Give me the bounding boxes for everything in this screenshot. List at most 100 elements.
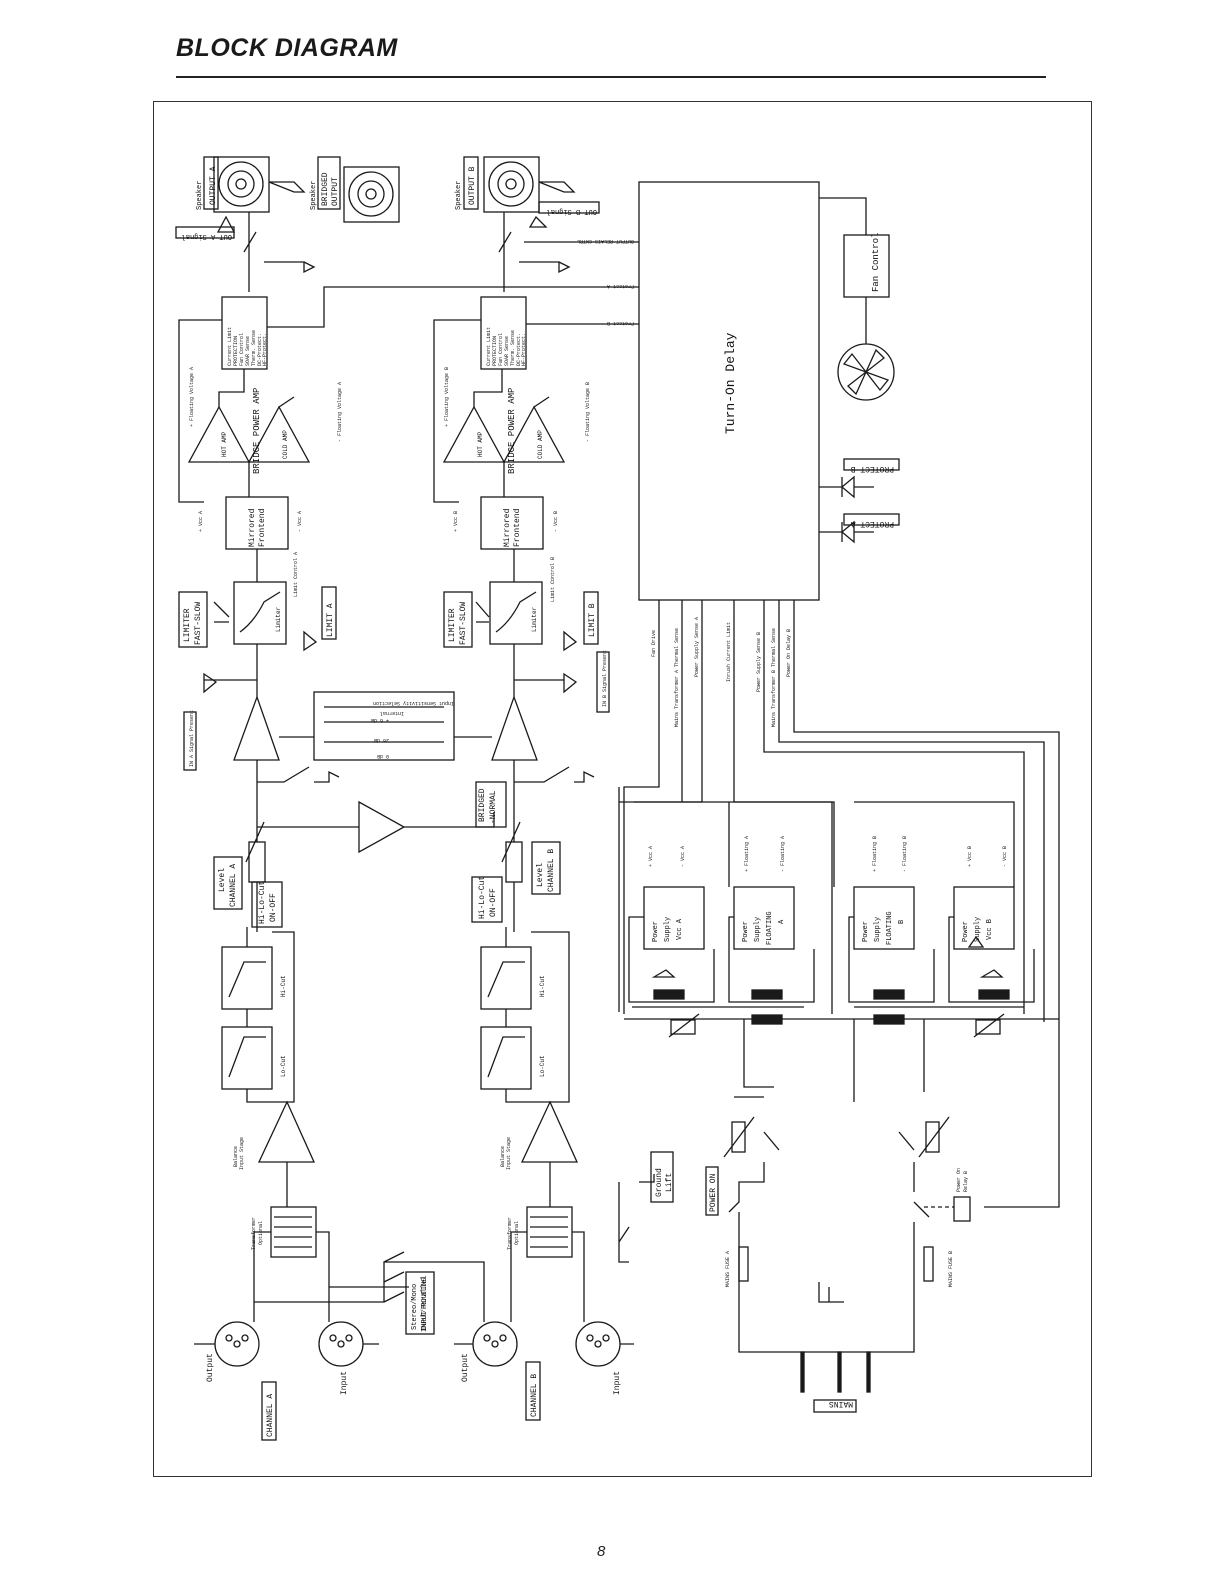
power-on-relay-label-2: Relay B xyxy=(963,1171,969,1192)
output-relay-label: OUTPUT RELAIS CNTRL xyxy=(577,238,634,244)
hot-amp-b-label: HOT AMP xyxy=(477,431,484,457)
protect-a-box xyxy=(843,513,900,526)
bridged-normal-label-1: BRIDGED xyxy=(478,788,487,822)
xlr-output-b-icon xyxy=(472,1321,518,1367)
hot-amp-a-label: HOT AMP xyxy=(221,431,228,457)
signal-present-b-label: IN B Signal Present xyxy=(602,650,608,707)
supply-float-a-3: FLOATING xyxy=(766,911,774,945)
protect-led-icons xyxy=(819,475,874,544)
mains-label: MAINS xyxy=(829,1399,853,1408)
ground-lift-label-2: Lift xyxy=(665,1173,674,1192)
level-a-pot xyxy=(248,841,266,883)
protect-a-text: PROTECT A xyxy=(851,519,894,528)
protection-a-line-4: SOAR Sense xyxy=(245,336,251,366)
out-b-signal-box xyxy=(538,201,600,214)
protection-b-box xyxy=(480,296,527,370)
input-routing-dual: Dual/Parallel xyxy=(421,1275,429,1330)
transformer-cores xyxy=(653,989,1010,1025)
limiter-mode-b-line-1: LIMITER xyxy=(448,608,457,642)
limit-a-box xyxy=(321,586,337,640)
delay-lines xyxy=(623,600,1060,1208)
hot-amp-a xyxy=(187,405,251,463)
protect-b-line-label: Protect B xyxy=(607,320,634,326)
output-xlr-b-label: Output xyxy=(461,1353,470,1382)
supply-float-a-plus: + Floating A xyxy=(744,836,750,872)
bridged-normal-box xyxy=(475,781,507,828)
transformer-b-label-2: Optional xyxy=(514,1221,520,1245)
protection-b-line-5: Therm. Sense xyxy=(510,330,516,366)
frontend-b-label: Frontend xyxy=(513,508,522,547)
ntc-b xyxy=(975,1019,1001,1035)
bridged-output-label: OUTPUT xyxy=(331,177,340,206)
out-a-led-icon xyxy=(216,215,236,233)
level-channel-a-label: CHANNEL A xyxy=(229,864,238,907)
power-on-switch xyxy=(728,1131,809,1353)
supply-vcc-b-plus: + Vcc B xyxy=(967,846,973,867)
supply-vcc-a-2: Supply xyxy=(664,917,672,942)
bridge-inverter-amp xyxy=(358,800,406,854)
fan-wires xyxy=(819,197,867,344)
xlr-output-a-icon xyxy=(214,1321,260,1367)
channel-b-box xyxy=(525,1361,541,1421)
input-sensitivity-label: Input Sensitivity Selection xyxy=(373,700,454,706)
title-rule xyxy=(176,76,1046,78)
limiter-b-label: Limiter xyxy=(531,606,538,632)
cold-amp-b-label: COLD AMP xyxy=(537,430,544,459)
sensitivity-6db: + 6 dB xyxy=(371,717,389,723)
supply-vcc-a-1: Power xyxy=(652,921,660,942)
level-a-label: Level xyxy=(218,868,227,892)
signal-present-b-led-icon xyxy=(563,672,578,694)
out-b-signal-label: OUT B Signal xyxy=(547,207,597,215)
signal-present-a-led-icon xyxy=(203,672,218,694)
limit-control-a-label: Limit Control A xyxy=(293,552,299,597)
hi-cut-b-label: Hi-Cut xyxy=(539,975,546,997)
supply-float-a-minus: - Floating A xyxy=(780,836,786,872)
ground-supply-icons xyxy=(651,969,1004,978)
turn-on-delay-box xyxy=(638,181,820,601)
ntc-power-a xyxy=(731,1121,746,1153)
mains-box xyxy=(813,1399,857,1413)
floating-plus-b-label: + Floating Voltage B xyxy=(444,367,450,427)
vcc-plus-b-label: + Vcc B xyxy=(453,511,459,532)
delay-line-6: Mains Transformer B Thermal Sense xyxy=(771,628,777,727)
limit-b-led-icon xyxy=(563,630,578,652)
limiter-mode-b-box xyxy=(443,591,473,648)
fan-control-box xyxy=(843,234,890,298)
limiter-mode-a-switch xyxy=(213,601,230,623)
balance-input-a-label-1: Balance xyxy=(233,1146,239,1167)
mirrored-a-label: Mirrored xyxy=(248,508,257,547)
power-on-label: POWER ON xyxy=(709,1173,718,1212)
floating-minus-b-label: - Floating Voltage B xyxy=(585,382,591,442)
channel-b-label: CHANNEL B xyxy=(530,1374,539,1417)
power-on-relay-label-1: Power On xyxy=(956,1168,962,1192)
out-b-led-icon xyxy=(528,215,548,228)
limit-a-led-icon xyxy=(303,630,318,652)
delay-line-1: Fan Drive xyxy=(651,630,657,657)
mirrored-frontend-b-box xyxy=(480,496,544,550)
speaker-a-label: Speaker xyxy=(196,181,204,210)
hi-lo-cut-b-box xyxy=(471,876,503,923)
block-diagram-svg: Turn-On Delay Fan Control PROTECT B PROT… xyxy=(175,156,1060,1441)
limiter-b-box xyxy=(489,581,543,645)
mains-fuse-a-label: MAINS FUSE A xyxy=(725,1251,731,1287)
supply-vcc-a-minus: - Vcc A xyxy=(680,846,686,867)
supply-float-a-4: A xyxy=(778,919,786,924)
supply-vcc-a-box xyxy=(643,886,705,950)
lo-cut-a-filter xyxy=(221,1026,273,1090)
output-xlr-a-label: Output xyxy=(206,1353,215,1382)
ntc-power-b xyxy=(925,1121,940,1153)
delay-line-5: Power Supply Sense B xyxy=(756,632,762,692)
speakon-bridged-icon xyxy=(343,166,400,223)
ground-lift-switch xyxy=(618,1174,655,1263)
transformer-a-label-2: Optional xyxy=(258,1221,264,1245)
bridge-power-amp-a-label: BRIDGE POWER AMP xyxy=(252,388,262,474)
page-number: 8 xyxy=(597,1543,606,1560)
hot-amp-b xyxy=(442,405,506,463)
limiter-a-label: Limiter xyxy=(275,606,282,632)
bridge-power-amp-b-label: BRIDGE POWER AMP xyxy=(507,388,517,474)
transformer-a-label-1: Transformer xyxy=(251,1217,257,1250)
sensitivity-26db: 26 dB xyxy=(374,737,389,743)
limit-b-box xyxy=(583,591,599,645)
protection-b-line-7: HF-Protect. xyxy=(521,333,527,366)
mains-fuse-b-icon xyxy=(923,1246,934,1282)
